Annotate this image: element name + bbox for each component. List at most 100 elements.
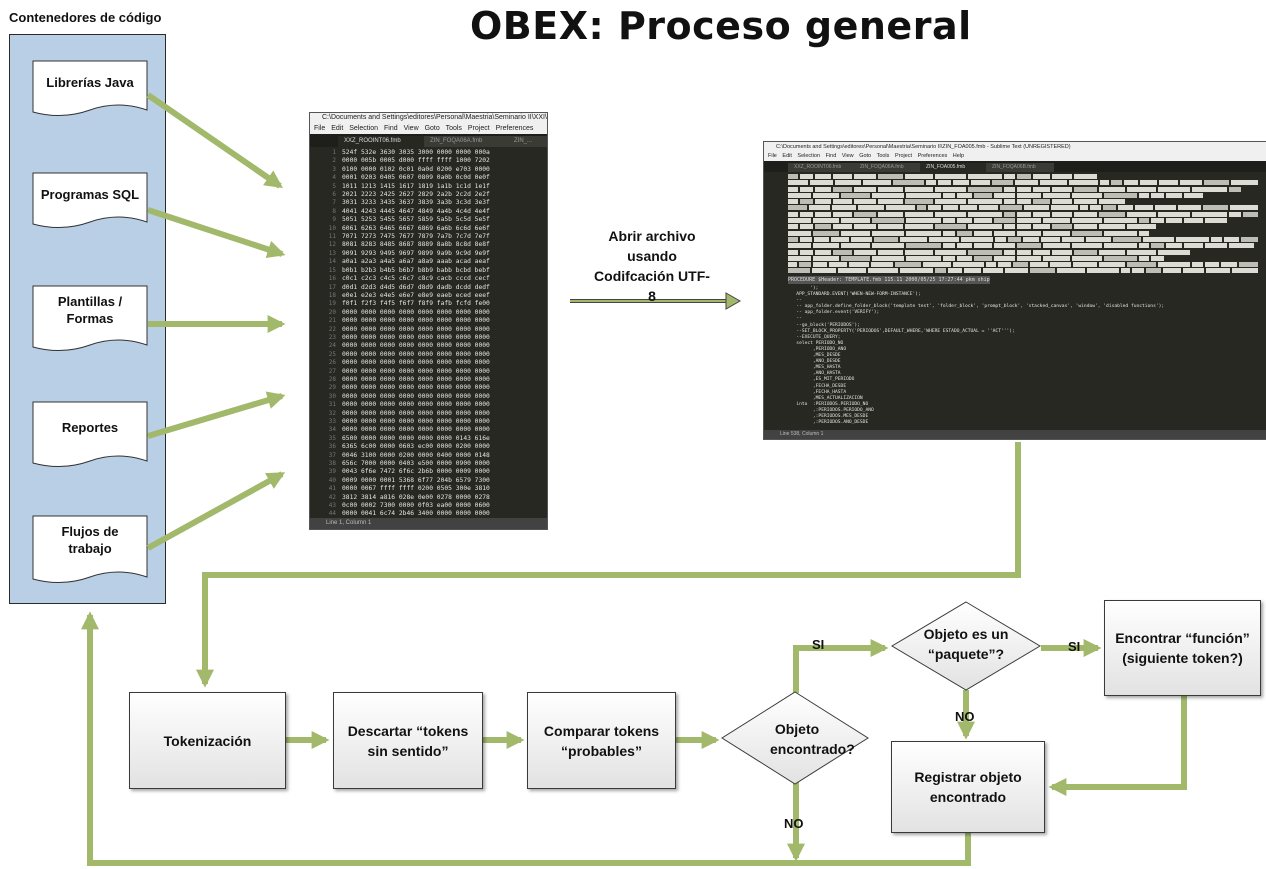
menu-item[interactable]: Edit (331, 125, 344, 132)
menu-item[interactable]: Selection (797, 153, 821, 159)
line-number: 20 (328, 308, 336, 316)
binary-block (1110, 180, 1123, 186)
line-number: 17 (328, 283, 336, 291)
binary-block (1192, 186, 1227, 192)
binary-block (1104, 243, 1137, 249)
hex-line: 3812 3814 a816 028e 0e00 0278 0000 0278 (342, 493, 490, 501)
menu-item[interactable]: Preferences (917, 153, 948, 159)
binary-block (943, 243, 955, 249)
doc-label: Flujos de trabajo (61, 524, 119, 556)
code-line: ,MES_HASTA (788, 365, 841, 371)
binary-block (867, 268, 898, 274)
binary-block (1205, 243, 1227, 249)
hex-line: 0000 0000 0000 0000 0000 0000 0000 0000 (342, 325, 490, 333)
text-editor-status: Line 538, Column 1 (764, 430, 1266, 439)
binary-block (1052, 224, 1072, 230)
binary-block (799, 236, 812, 242)
binary-block (968, 211, 1002, 217)
binary-block (1243, 211, 1258, 217)
descartar-box: Descartar “tokens sin sentido” (333, 692, 483, 789)
line-number: 33 (328, 418, 336, 425)
tab[interactable]: ZIN_FOQA06A.fmb (854, 163, 922, 172)
menu-item[interactable]: File (768, 153, 777, 159)
line-number: 31 (328, 401, 336, 409)
binary-block (788, 186, 798, 192)
menu-item[interactable]: View (841, 153, 854, 159)
hex-line: 8081 8283 8485 8687 8889 8a8b 8c8d 8e8f (342, 241, 490, 249)
hex-line: 0046 3100 0000 0200 0000 0400 0000 0148 (342, 451, 490, 459)
tab[interactable]: XXZ_ROOINT06.fmb (788, 163, 856, 172)
hex-line: 3031 3233 3435 3637 3839 3a3b 3c3d 3e3f (342, 199, 490, 207)
binary-block (1166, 192, 1182, 198)
text-editor-menu: File Edit Selection Find View Goto Tools… (764, 152, 1266, 161)
binary-block (1017, 199, 1031, 205)
code-line: select PERIODO_NO (788, 340, 844, 346)
tab[interactable]: ZIN_FOA005.fmb (920, 163, 988, 172)
menu-item[interactable]: Tools (876, 153, 890, 159)
menu-item[interactable]: File (314, 125, 326, 132)
binary-block (1139, 218, 1149, 224)
menu-item[interactable]: Project (894, 153, 913, 159)
code-line: ,:PERIODOS.PERIODO_ANO (788, 407, 874, 413)
tab[interactable]: XXZ_ROOINT06.fmb (338, 136, 426, 147)
binary-row (788, 268, 1259, 274)
menu-item[interactable]: Goto (859, 153, 872, 159)
hex-line: 0000 0000 0000 0000 0000 0000 0000 0000 (342, 350, 490, 358)
binary-block (1098, 262, 1126, 268)
binary-block (971, 180, 990, 186)
line-number: 29 (328, 384, 336, 392)
binary-block (1033, 211, 1050, 217)
code-line: ,:PERIODOS.ANO_DESDE (788, 420, 869, 426)
decision-objeto-encontrado-label: Objeto encontrado? (770, 721, 855, 757)
binary-block (943, 192, 955, 198)
menu-item[interactable]: Find (384, 125, 398, 132)
line-number: 42 (328, 493, 336, 501)
doc-label: Reportes (61, 420, 119, 435)
binary-block (1139, 230, 1149, 236)
arrow-open-file-head (725, 292, 742, 310)
binary-block (788, 236, 798, 242)
binary-block (1074, 174, 1097, 179)
menu-item[interactable]: Preferences (495, 125, 534, 132)
menu-item[interactable]: Tools (445, 125, 462, 132)
binary-block (1062, 236, 1085, 242)
binary-block (788, 218, 811, 224)
binary-block (1120, 268, 1131, 274)
line-number: 5 (332, 182, 336, 190)
binary-block (833, 199, 852, 205)
binary-block (968, 224, 1002, 230)
hex-line: 0000 0000 0000 0000 0000 0000 0000 0000 (342, 384, 490, 392)
tab[interactable]: ZIN_... (508, 136, 547, 147)
binary-block (1113, 236, 1141, 242)
menu-item[interactable]: Project (467, 125, 490, 132)
binary-block (968, 199, 1002, 205)
line-number: 13 (328, 249, 336, 257)
binary-block (1043, 243, 1070, 249)
menu-item[interactable]: Selection (349, 125, 379, 132)
binary-block (833, 211, 852, 217)
binary-block (991, 180, 1013, 186)
menu-item[interactable]: Help (952, 153, 965, 159)
binary-block (1104, 255, 1137, 261)
binary-garbage-text (788, 174, 1259, 274)
binary-block (948, 268, 963, 274)
binary-row (788, 211, 1258, 217)
binary-block (813, 255, 839, 261)
tab[interactable]: ZIN_FOQA06B.fmb (986, 163, 1054, 172)
binary-block (812, 262, 828, 268)
binary-block (957, 255, 972, 261)
tab[interactable]: ZIN_FOQA06A.fmb (424, 136, 510, 147)
menu-item[interactable]: Edit (782, 153, 792, 159)
binary-block (829, 262, 847, 268)
binary-row (788, 180, 1258, 186)
menu-item[interactable]: Goto (424, 125, 440, 132)
line-number: 8 (332, 207, 336, 215)
binary-block (815, 224, 831, 230)
binary-block (1050, 205, 1078, 211)
menu-item[interactable]: Find (825, 153, 837, 159)
binary-block (1229, 243, 1254, 249)
menu-item[interactable]: View (403, 125, 419, 132)
code-line: --SET_BLOCK_PROPERTY('PERIODOS',DEFAULT_… (788, 328, 1015, 334)
binary-block (1139, 243, 1149, 249)
decision-objeto-paquete (891, 601, 1041, 691)
